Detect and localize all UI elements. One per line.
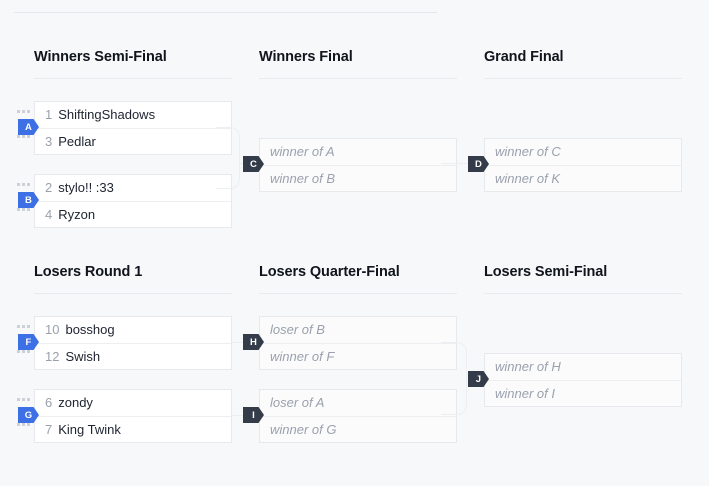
match-badge-G[interactable]: G [18, 407, 39, 423]
round-title: Losers Semi-Final [484, 264, 608, 280]
match-badge-I[interactable]: I [243, 407, 264, 423]
match-slot[interactable]: 7 King Twink [35, 416, 231, 442]
match-card-C[interactable]: winner of A winner of B [259, 138, 457, 192]
seed-number: 6 [45, 395, 53, 410]
match-slot[interactable]: winner of B [260, 165, 456, 191]
round-header-grand-final: Grand Final [484, 48, 682, 79]
round-header-winners-semi-final: Winners Semi-Final [34, 48, 232, 79]
round-title: Losers Quarter-Final [259, 264, 400, 280]
round-divider [34, 78, 232, 79]
match-slot[interactable]: winner of I [485, 380, 681, 406]
round-divider [259, 293, 457, 294]
match-slot[interactable]: loser of A [260, 390, 456, 416]
match-slot[interactable]: winner of F [260, 343, 456, 369]
match-slot[interactable]: winner of C [485, 139, 681, 165]
drag-handle-icon[interactable] [17, 324, 30, 328]
seed-number: 2 [45, 180, 53, 195]
drag-handle-icon[interactable] [17, 182, 30, 186]
participant-name: ShiftingShadows [58, 107, 156, 122]
match-card-G[interactable]: 6 zondy 7 King Twink [34, 389, 232, 443]
round-divider [34, 293, 232, 294]
top-divider [14, 12, 437, 13]
round-header-losers-quarter-final: Losers Quarter-Final [259, 263, 457, 294]
round-title: Losers Round 1 [34, 264, 143, 280]
seed-number: 3 [45, 134, 53, 149]
round-title: Grand Final [484, 49, 564, 65]
match-slot[interactable]: 3 Pedlar [35, 128, 231, 154]
seed-number: 1 [45, 107, 53, 122]
seed-number: 12 [45, 349, 60, 364]
round-header-losers-round-1: Losers Round 1 [34, 263, 232, 294]
seed-number: 7 [45, 422, 53, 437]
match-slot[interactable]: 4 Ryzon [35, 201, 231, 227]
seed-number: 10 [45, 322, 60, 337]
match-card-I[interactable]: loser of A winner of G [259, 389, 457, 443]
match-badge-D[interactable]: D [468, 156, 489, 172]
match-slot[interactable]: winner of G [260, 416, 456, 442]
participant-name: zondy [58, 395, 93, 410]
match-slot[interactable]: winner of A [260, 139, 456, 165]
match-badge-A[interactable]: A [18, 119, 39, 135]
participant-name: Swish [65, 349, 101, 364]
match-card-F[interactable]: 10 bosshog 12 Swish [34, 316, 232, 370]
participant-name: stylo!! :33 [58, 180, 114, 195]
participant-name: King Twink [58, 422, 121, 437]
match-slot[interactable]: 2 stylo!! :33 [35, 175, 231, 201]
match-slot[interactable]: 1 ShiftingShadows [35, 102, 231, 128]
match-card-J[interactable]: winner of H winner of I [484, 353, 682, 407]
round-divider [259, 78, 457, 79]
match-slot[interactable]: 10 bosshog [35, 317, 231, 343]
match-card-B[interactable]: 2 stylo!! :33 4 Ryzon [34, 174, 232, 228]
match-badge-H[interactable]: H [243, 334, 264, 350]
round-header-winners-final: Winners Final [259, 48, 457, 79]
participant-name: bosshog [65, 322, 115, 337]
match-card-D[interactable]: winner of C winner of K [484, 138, 682, 192]
participant-name: Pedlar [58, 134, 96, 149]
round-title: Winners Final [259, 49, 353, 65]
seed-number: 4 [45, 207, 53, 222]
connector-ab-to-c [216, 127, 240, 189]
drag-handle-icon[interactable] [17, 397, 30, 401]
round-divider [484, 78, 682, 79]
match-card-H[interactable]: loser of B winner of F [259, 316, 457, 370]
connector-stub-d [441, 163, 459, 164]
drag-handle-icon[interactable] [17, 134, 30, 138]
match-slot[interactable]: winner of H [485, 354, 681, 380]
round-header-losers-semi-final: Losers Semi-Final [484, 263, 682, 294]
match-slot[interactable]: winner of K [485, 165, 681, 191]
match-slot[interactable]: loser of B [260, 317, 456, 343]
round-title: Winners Semi-Final [34, 49, 167, 65]
match-badge-B[interactable]: B [18, 192, 39, 208]
match-badge-C[interactable]: C [243, 156, 264, 172]
round-divider [484, 293, 682, 294]
match-slot[interactable]: 6 zondy [35, 390, 231, 416]
drag-handle-icon[interactable] [17, 349, 30, 353]
match-slot[interactable]: 12 Swish [35, 343, 231, 369]
match-card-A[interactable]: 1 ShiftingShadows 3 Pedlar [34, 101, 232, 155]
match-badge-F[interactable]: F [18, 334, 39, 350]
participant-name: Ryzon [58, 207, 96, 222]
drag-handle-icon[interactable] [17, 207, 30, 211]
drag-handle-icon[interactable] [17, 109, 30, 113]
match-badge-J[interactable]: J [468, 371, 489, 387]
drag-handle-icon[interactable] [17, 422, 30, 426]
connector-hi-to-j [441, 342, 467, 415]
